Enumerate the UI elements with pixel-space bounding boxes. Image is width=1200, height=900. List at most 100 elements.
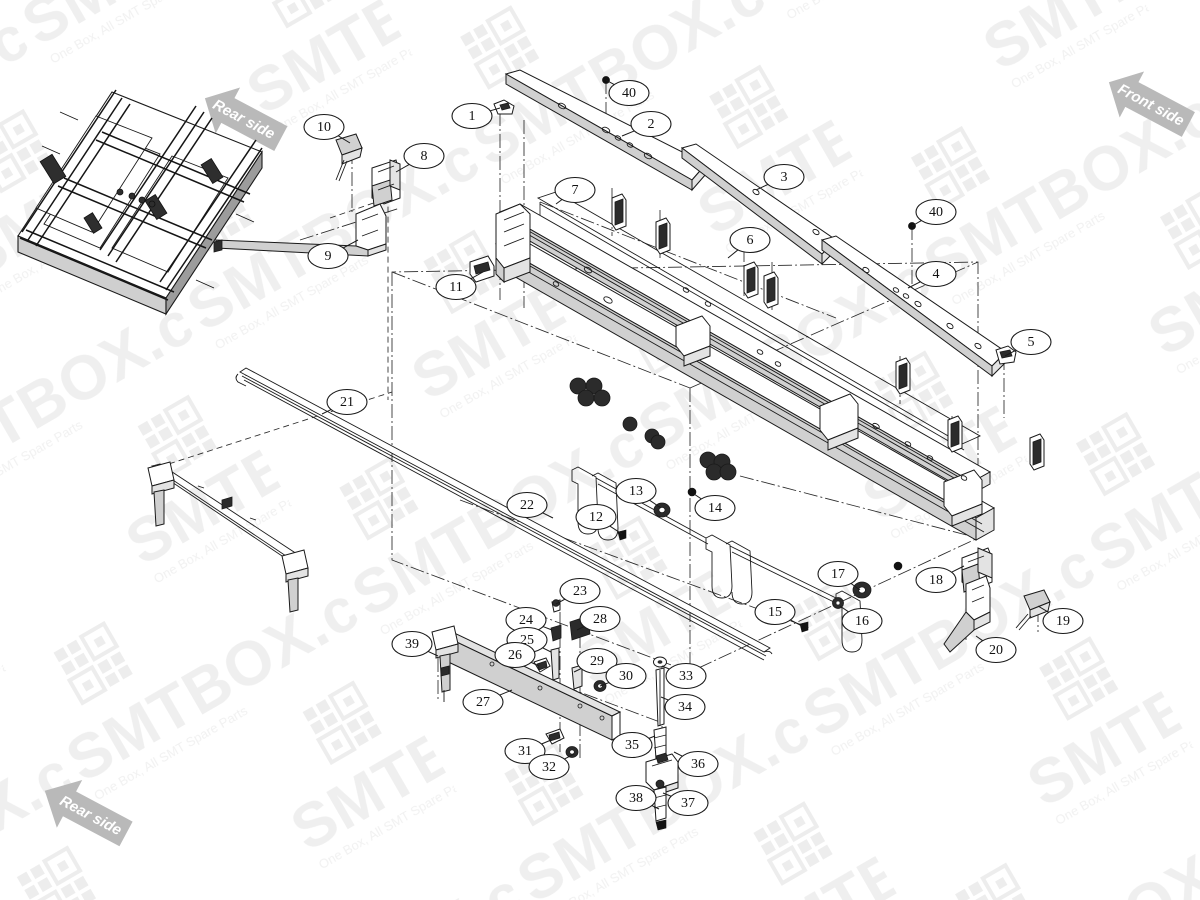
- callout-16: 16: [839, 605, 883, 635]
- callout-number-label: 36: [691, 757, 705, 772]
- callout-number-label: 29: [590, 654, 604, 669]
- callout-number-label: 23: [573, 584, 587, 599]
- callout-number-label: 19: [1056, 614, 1070, 629]
- callout-leader-4: [907, 281, 921, 289]
- callout-number-label: 13: [629, 484, 643, 499]
- callout-23: 23: [555, 577, 601, 605]
- callout-leader-25: [542, 647, 552, 653]
- callout-33: 33: [661, 662, 707, 690]
- callout-leader-20: [975, 635, 983, 642]
- part-32-nut: [565, 746, 579, 758]
- callout-13: 13: [615, 477, 662, 509]
- callout-number-label: 11: [449, 280, 462, 295]
- callout-5: 5: [1004, 328, 1052, 357]
- callout-number-label: 22: [520, 498, 534, 513]
- callout-2: 2: [621, 110, 672, 138]
- left-support-bar-assembly: [147, 461, 309, 613]
- callout-1: 1: [451, 102, 501, 130]
- part-23-screw: [551, 599, 561, 613]
- callout-number-label: 30: [619, 669, 633, 684]
- callout-number-label: 39: [405, 637, 419, 652]
- callout-number-label: 37: [681, 796, 695, 811]
- callout-number-label: 8: [421, 149, 428, 164]
- callout-number-label: 31: [518, 744, 532, 759]
- part-10-sensor: [335, 133, 363, 182]
- callout-40: 40: [911, 198, 957, 227]
- callout-number-label: 21: [340, 395, 354, 410]
- callout-number-label: 27: [476, 695, 490, 710]
- callout-7: 7: [554, 176, 596, 205]
- callout-19: 19: [1037, 605, 1084, 635]
- callout-11: 11: [435, 271, 484, 301]
- callout-number-label: 35: [625, 738, 639, 753]
- callout-leader-22: [542, 512, 554, 519]
- callout-number-label: 6: [747, 233, 754, 248]
- callout-21: 21: [321, 388, 368, 416]
- callout-18: 18: [915, 565, 965, 594]
- callout-number-label: 33: [679, 669, 693, 684]
- callout-14: 14: [693, 493, 736, 522]
- callout-leader-7: [555, 199, 563, 205]
- callout-number-label: 16: [855, 614, 869, 629]
- callout-35: 35: [611, 731, 656, 759]
- callout-20: 20: [975, 635, 1017, 664]
- callout-number-label: 28: [593, 612, 607, 627]
- callout-number-label: 2: [648, 117, 655, 132]
- callout-10: 10: [303, 113, 351, 144]
- callout-number-label: 1: [469, 109, 476, 124]
- callout-number-label: 7: [572, 183, 579, 198]
- callout-number-label: 20: [989, 643, 1003, 658]
- callout-number-label: 14: [708, 501, 722, 516]
- reference-assembly-thumbnail: [17, 89, 263, 316]
- callout-15: 15: [754, 598, 803, 627]
- part-31-bracket: [545, 728, 565, 745]
- callout-number-label: 5: [1028, 335, 1035, 350]
- part-12-bolt: [617, 529, 627, 541]
- callout-8: 8: [395, 142, 445, 173]
- callout-number-label: 34: [678, 700, 692, 715]
- callout-37: 37: [662, 789, 709, 817]
- callout-12: 12: [575, 503, 623, 535]
- part-38-bolt: [655, 819, 667, 831]
- callout-36: 36: [673, 750, 719, 778]
- callout-leader-6: [727, 249, 739, 259]
- part-33-washer: [653, 656, 667, 668]
- callout-leader-31: [541, 739, 552, 745]
- part-1-clip: [493, 99, 515, 115]
- callout-27: 27: [462, 688, 513, 716]
- callout-leader-14: [693, 493, 702, 500]
- part-24-spacer: [550, 624, 562, 642]
- callout-number-label: 32: [542, 760, 556, 775]
- callout-number-label: 17: [831, 567, 845, 582]
- callout-number-label: 3: [781, 170, 788, 185]
- roller-bearing-cluster: [569, 377, 737, 481]
- callout-number-label: 4: [933, 267, 940, 282]
- callout-number-label: 10: [317, 120, 331, 135]
- callout-leader-27: [499, 689, 513, 696]
- part-8-bracket: [371, 159, 401, 207]
- callout-number-label: 12: [589, 510, 603, 525]
- part-15-bolt: [799, 621, 809, 633]
- callout-22: 22: [506, 491, 554, 519]
- callout-number-label: 9: [325, 249, 332, 264]
- callout-number-label: 38: [629, 791, 643, 806]
- part-34-shaft: [655, 667, 665, 727]
- part-17-bearing: [852, 581, 872, 599]
- part-11-connector: [469, 255, 495, 283]
- part-9-bracket-arm: [213, 203, 387, 257]
- part-14-nut-right: [893, 561, 903, 571]
- callout-number-label: 40: [622, 86, 636, 101]
- callout-number-label: 24: [519, 613, 533, 628]
- callout-leader-36: [673, 751, 683, 757]
- callout-6: 6: [727, 226, 771, 259]
- callout-3: 3: [755, 163, 805, 191]
- callout-number-label: 26: [508, 648, 522, 663]
- callout-4: 4: [907, 260, 957, 289]
- callout-leader-16: [839, 605, 849, 613]
- callout-32: 32: [528, 753, 575, 781]
- callout-number-label: 15: [768, 605, 782, 620]
- callout-34: 34: [660, 693, 706, 721]
- callout-17: 17: [817, 560, 861, 591]
